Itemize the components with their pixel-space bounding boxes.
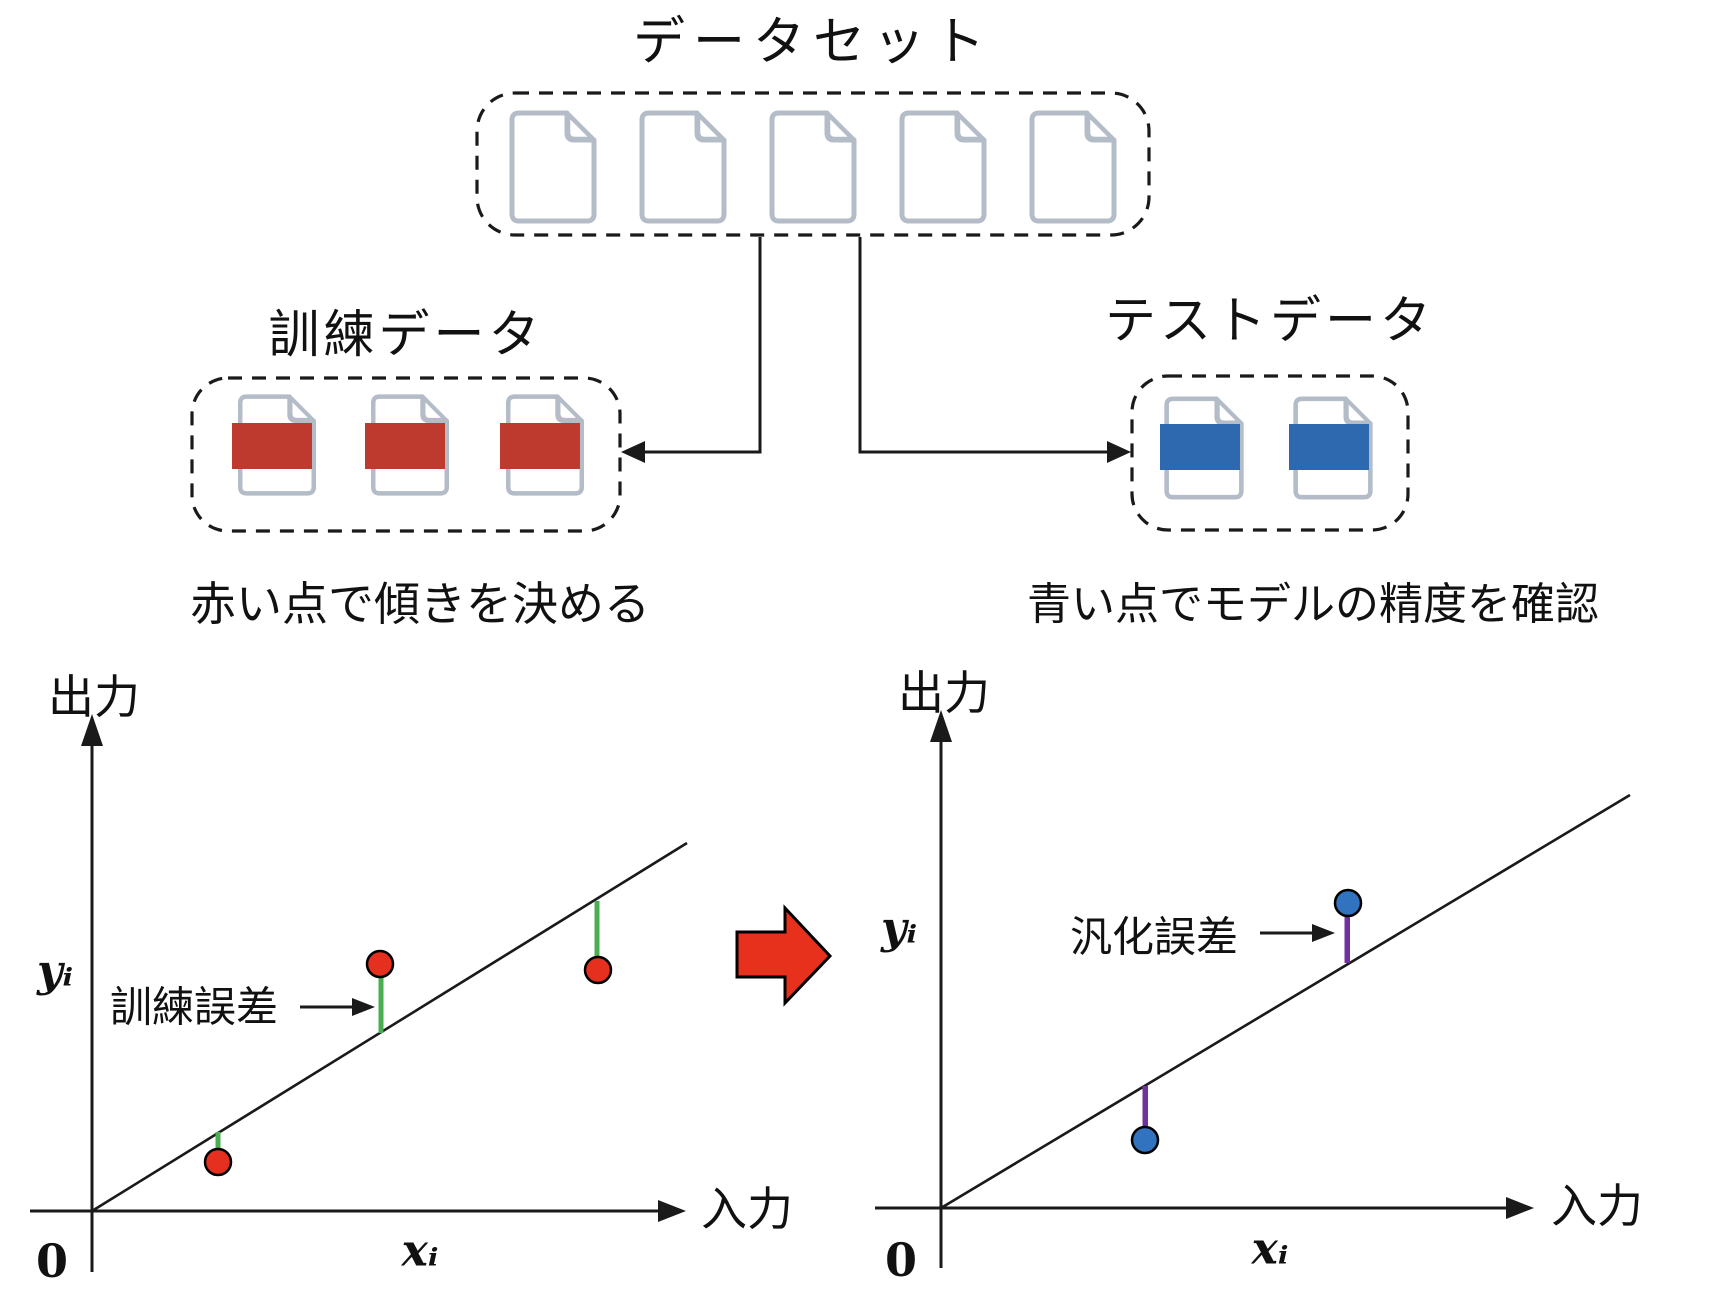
train-caption: 赤い点で傾きを決める bbox=[190, 578, 650, 630]
right-regression-line bbox=[940, 793, 1631, 1210]
train-error-pointer-arrow-icon bbox=[352, 998, 375, 1016]
test-doc-bar bbox=[1289, 424, 1369, 470]
right-x-axis-label: 入力 bbox=[1551, 1180, 1643, 1232]
generalization-error-label: 汎化誤差 bbox=[1069, 913, 1239, 961]
test-point bbox=[1333, 888, 1363, 918]
document-icon bbox=[902, 113, 984, 221]
train-doc-bar bbox=[232, 423, 312, 469]
train-point bbox=[203, 1147, 233, 1177]
train-error-bar bbox=[215, 1132, 221, 1150]
left-x-var-label: xᵢ bbox=[401, 1225, 439, 1277]
document-icon bbox=[1032, 113, 1114, 221]
train-point bbox=[365, 949, 395, 979]
right-x-axis-arrow-icon bbox=[1506, 1197, 1534, 1219]
test-caption: 青い点でモデルの精度を確認 bbox=[1027, 580, 1599, 629]
generalization-error-pointer-arrow-icon bbox=[1312, 924, 1335, 942]
train-doc-bar bbox=[500, 423, 580, 469]
train-doc-bar bbox=[365, 423, 445, 469]
left-y-var-label: yᵢ bbox=[36, 945, 74, 997]
train-error-bar bbox=[378, 976, 384, 1033]
big-red-arrow-icon bbox=[735, 904, 833, 1007]
train-box bbox=[190, 376, 622, 533]
train-error-label: 訓練誤差 bbox=[109, 983, 279, 1031]
left-origin-label: 0 bbox=[35, 1234, 69, 1288]
left-x-axis-arrow-icon bbox=[658, 1200, 686, 1222]
right-y-axis-label: 出力 bbox=[898, 667, 990, 719]
test-title: テストデータ bbox=[1104, 292, 1436, 349]
train-error-bar bbox=[594, 901, 600, 958]
generalization-error-bar bbox=[1344, 915, 1350, 963]
right-y-var-label: yᵢ bbox=[880, 902, 918, 954]
document-icon bbox=[772, 113, 854, 221]
test-doc-bar bbox=[1160, 424, 1240, 470]
train-point bbox=[583, 955, 613, 985]
dataset-title: データセット bbox=[632, 13, 994, 72]
generalization-error-bar bbox=[1142, 1086, 1148, 1128]
test-box bbox=[1130, 374, 1410, 532]
split-line-train bbox=[630, 237, 762, 454]
right-y-axis-arrow-icon bbox=[930, 710, 952, 742]
train-title: 訓練データ bbox=[268, 306, 544, 363]
test-point bbox=[1130, 1125, 1160, 1155]
arrowhead-train-icon bbox=[621, 441, 645, 463]
right-origin-label: 0 bbox=[884, 1233, 918, 1287]
document-icon bbox=[642, 113, 724, 221]
dataset-box bbox=[475, 91, 1151, 237]
arrowhead-test-icon bbox=[1107, 441, 1131, 463]
left-y-axis-arrow-icon bbox=[81, 714, 103, 746]
split-line-test bbox=[858, 237, 1122, 454]
left-x-axis-label: 入力 bbox=[701, 1183, 793, 1235]
left-regression-line bbox=[91, 841, 688, 1213]
right-x-var-label: xᵢ bbox=[1251, 1223, 1289, 1275]
document-icon bbox=[512, 113, 594, 221]
left-y-axis-label: 出力 bbox=[48, 671, 140, 723]
